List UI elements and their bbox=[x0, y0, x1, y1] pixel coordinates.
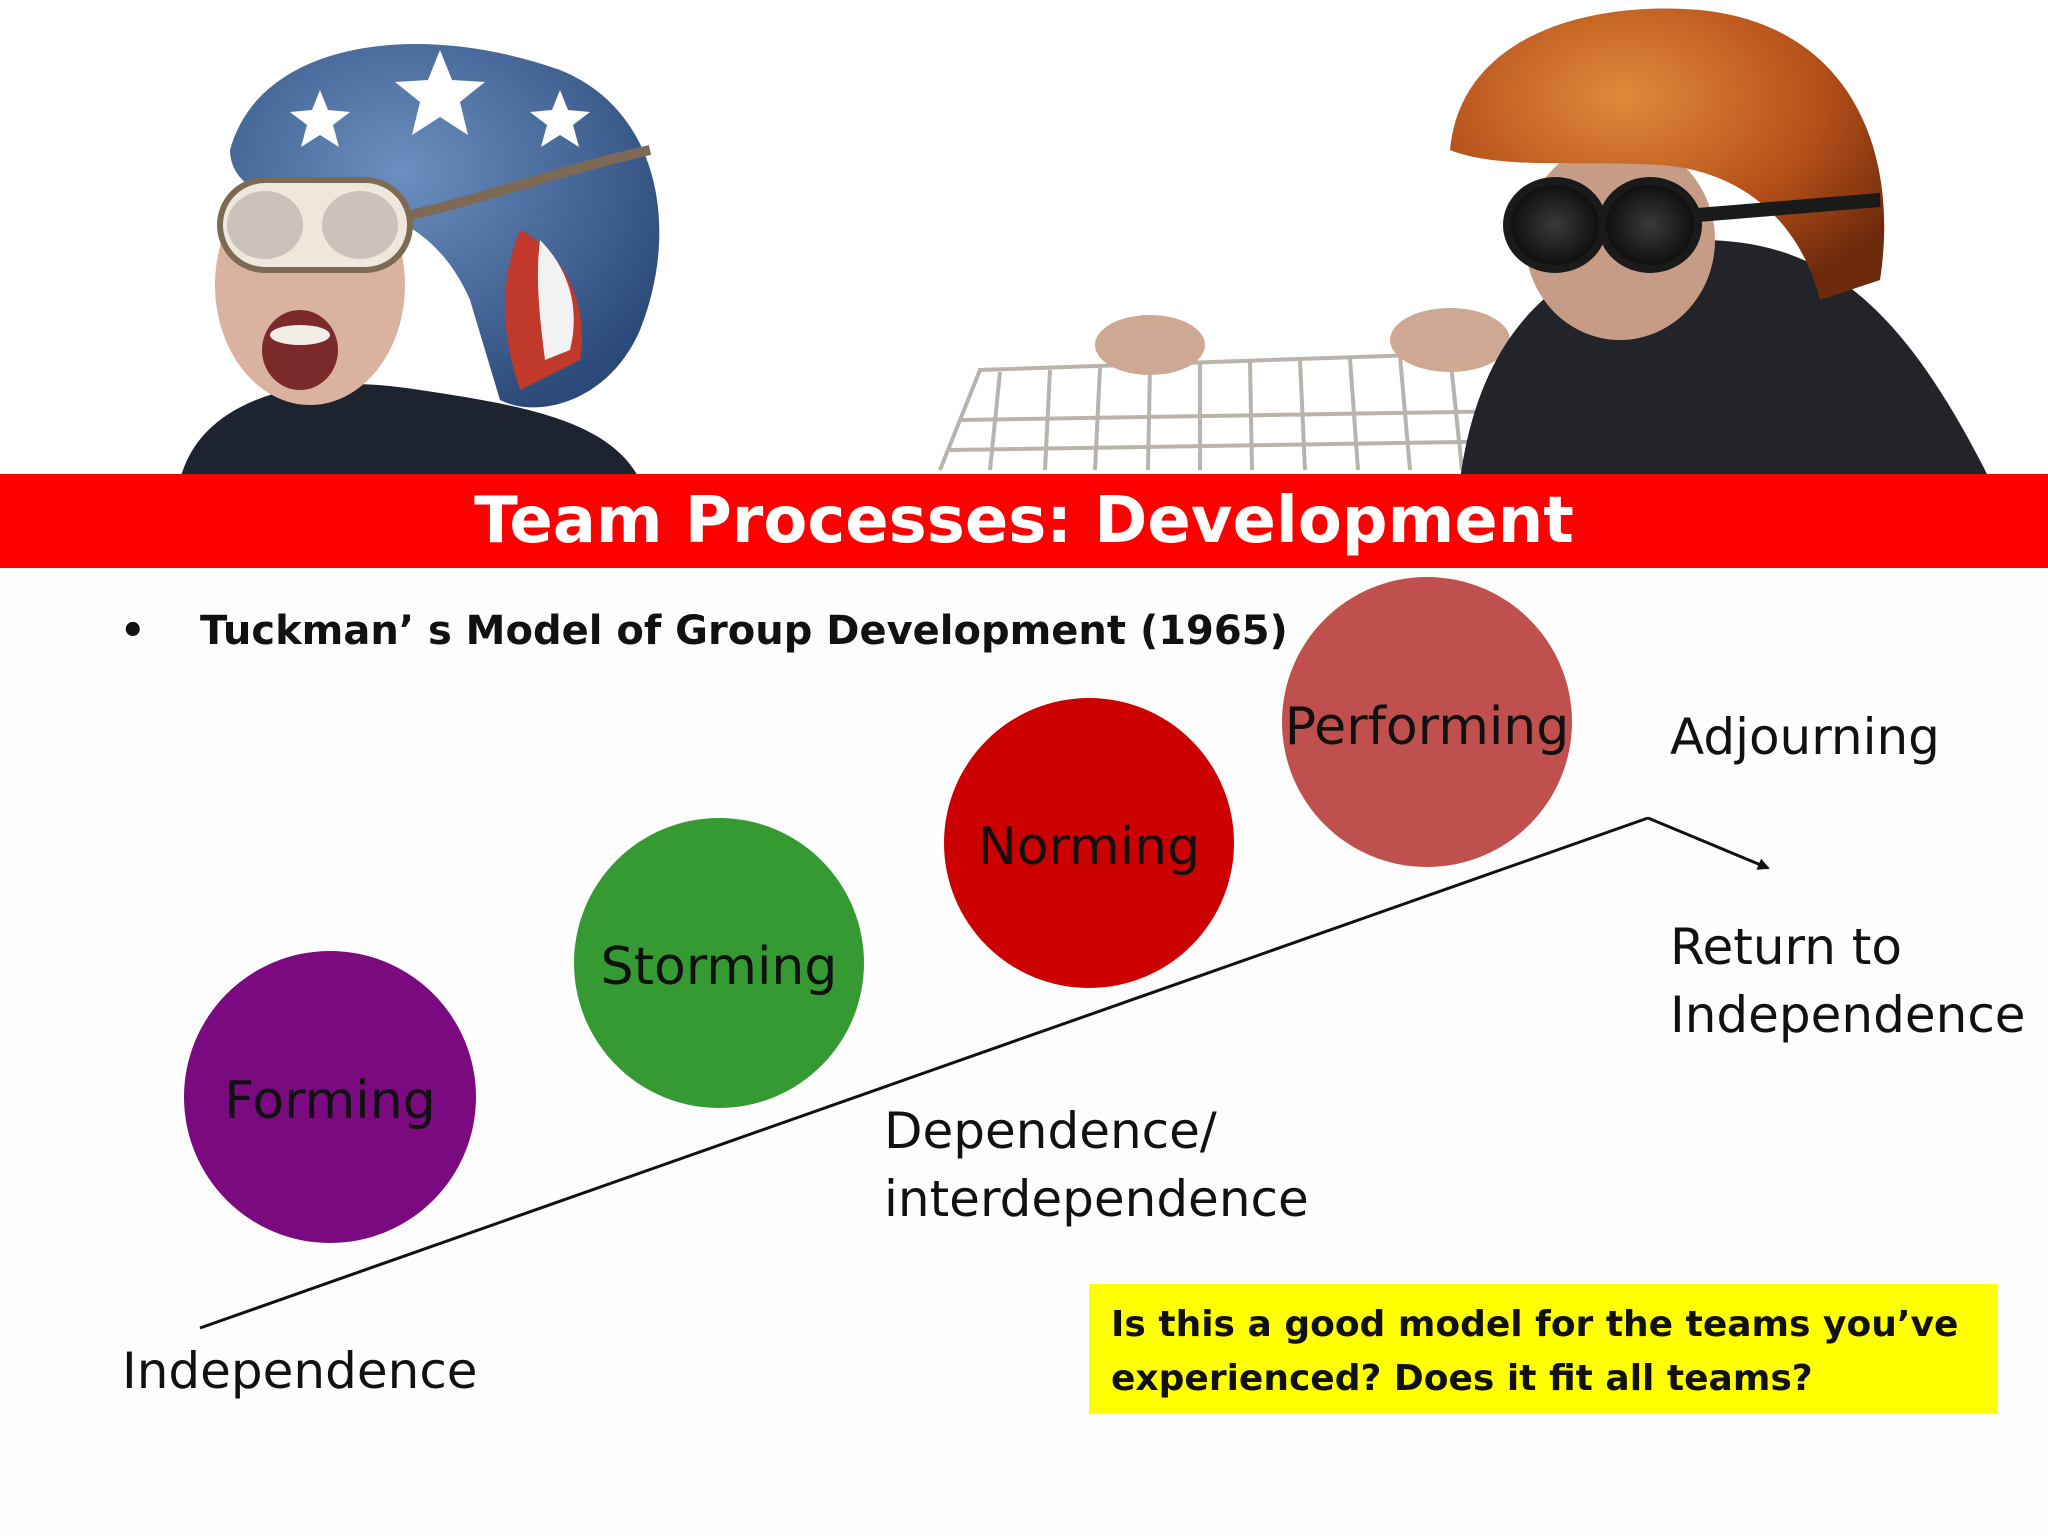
label-independence-end: Independence bbox=[1670, 986, 2026, 1044]
left-kid-jacket bbox=[180, 384, 640, 480]
stage-circle-storming bbox=[574, 818, 864, 1108]
bullet-point: • Tuckman’ s Model of Group Development (… bbox=[120, 608, 1288, 654]
label-independence-start: Independence bbox=[122, 1342, 478, 1400]
question-box: Is this a good model for the teams you’v… bbox=[1089, 1284, 1997, 1414]
progress-line bbox=[199, 816, 1649, 1330]
return-arrow bbox=[1647, 816, 1770, 870]
title-band: Team Processes: Development bbox=[0, 474, 2048, 568]
label-interdependence: interdependence bbox=[884, 1170, 1309, 1228]
stage-label-storming: Storming bbox=[601, 937, 838, 997]
question-line-1: Is this a good model for the teams you’v… bbox=[1111, 1304, 1959, 1345]
stage-label-forming: Forming bbox=[224, 1071, 435, 1131]
stage-label-performing: Performing bbox=[1285, 697, 1570, 757]
label-dependence: Dependence/ bbox=[884, 1102, 1217, 1160]
bullet-text: Tuckman’ s Model of Group Development (1… bbox=[200, 608, 1288, 654]
question-line-2: experienced? Does it fit all teams? bbox=[1111, 1358, 1813, 1399]
stage-label-norming: Norming bbox=[978, 817, 1200, 877]
slide-title: Team Processes: Development bbox=[474, 484, 1574, 558]
right-helmet bbox=[1450, 8, 1885, 301]
hero-photo bbox=[0, 0, 2048, 480]
label-adjourning: Adjourning bbox=[1670, 708, 1940, 766]
stage-circle-performing bbox=[1282, 577, 1572, 867]
stage-circle-forming bbox=[184, 951, 476, 1243]
label-return-to: Return to bbox=[1670, 918, 1903, 976]
bullet-symbol: • bbox=[120, 608, 146, 654]
stage-circle-norming bbox=[944, 698, 1234, 988]
